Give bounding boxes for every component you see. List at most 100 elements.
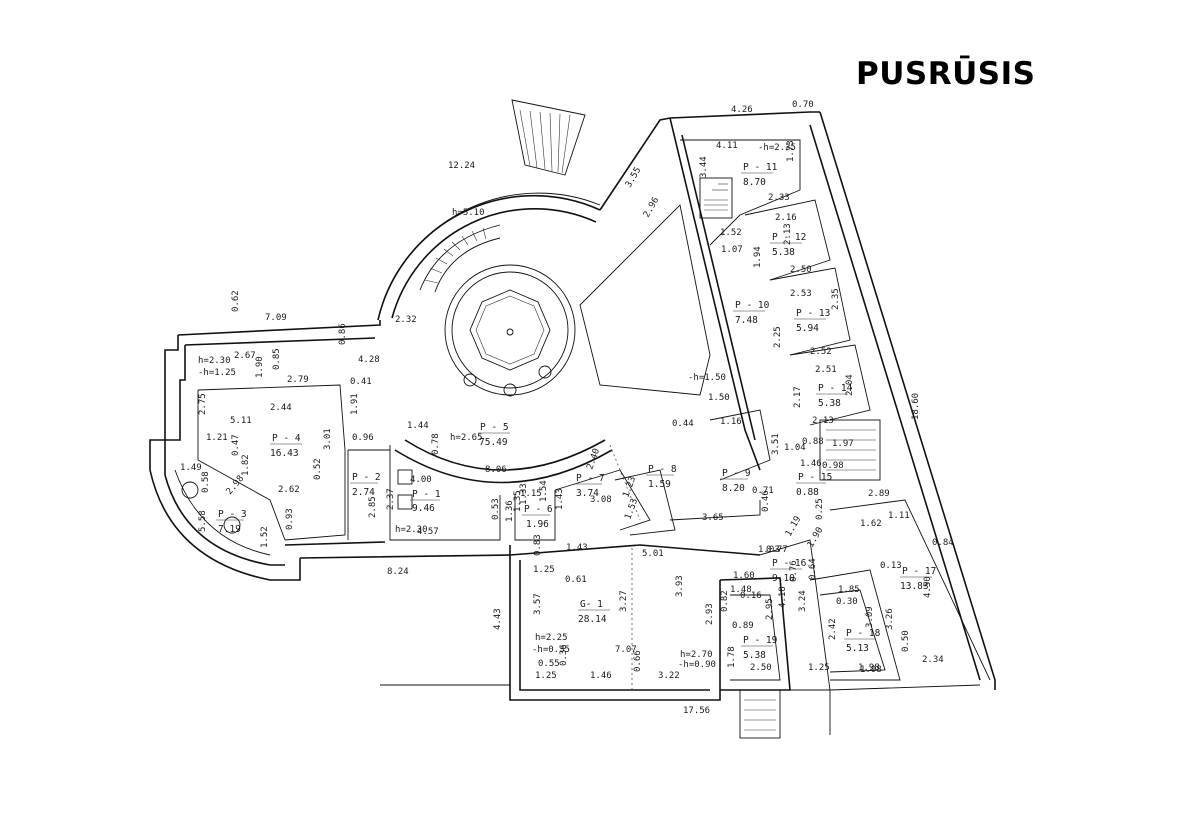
dimension-label: 0.58 (201, 471, 211, 493)
room-area: 1.59 (648, 479, 671, 490)
room-area: 28.14 (578, 614, 607, 625)
height-label: -h=0.35 (532, 645, 570, 655)
room-area: 5.38 (818, 398, 841, 409)
room-id: P - 4 (272, 433, 301, 444)
dimension-label: 1.91 (350, 393, 360, 415)
dimension-label: 1.33 (519, 483, 529, 505)
dimension-label: 0.64 (808, 558, 818, 580)
dimension-label: 8.06 (485, 465, 507, 475)
dimension-label: 0.88 (802, 437, 824, 447)
dimension-label: 2.93 (705, 603, 715, 625)
room-area: 8.70 (743, 177, 766, 188)
height-label: h=5.10 (452, 208, 485, 218)
dimension-label: 5.11 (230, 416, 252, 426)
dimension-label: 1.46 (800, 459, 822, 469)
dimension-label: 0.44 (672, 419, 694, 429)
room-id: P - 18 (846, 628, 881, 639)
dimension-label: 2.96 (642, 196, 662, 220)
dimension-label: 0.85 (272, 348, 282, 370)
dimension-label: 2.25 (773, 326, 783, 348)
dimension-label: 1.36 (505, 500, 515, 522)
room-area: 7.19 (218, 524, 241, 535)
dimension-label: 0.25 (815, 498, 825, 520)
dimension-label: 0.66 (633, 650, 643, 672)
dimension-label: 2.32 (395, 315, 417, 325)
height-label: h=2.30 (395, 525, 428, 535)
dimension-label: 1.90 (255, 356, 265, 378)
room-area: 8.20 (722, 483, 745, 494)
dimension-label: 3.09 (865, 606, 875, 628)
dimension-label: 1.73 (786, 140, 796, 162)
dimension-label: 1.19 (784, 515, 804, 539)
dimension-label: 0.62 (231, 290, 241, 312)
dimension-label: 1.54 (539, 480, 549, 502)
dimension-label: 0.98 (822, 461, 844, 471)
dimension-label: 1.49 (180, 463, 202, 473)
room-id: P - 6 (524, 504, 553, 515)
room-id: P - 8 (648, 464, 677, 475)
dimension-label: 17.56 (683, 706, 710, 716)
dimension-label: 1.85 (838, 585, 860, 595)
dimension-label: 0.78 (431, 433, 441, 455)
dimension-label: 2.95 (765, 598, 775, 620)
room-label: P - 73.74 (574, 473, 605, 499)
room-label: P - 19.46 (410, 489, 441, 514)
dimension-label: 3.27 (619, 590, 629, 612)
page-title: PUSRŪSIS (856, 56, 1036, 92)
dimension-label: 1.90 (806, 526, 826, 550)
dimension-label: 2.17 (793, 386, 803, 408)
height-label: -h=1.50 (688, 373, 726, 383)
room-label: P - 18 5.13 (844, 628, 881, 654)
dimension-label: 1.97 (832, 439, 854, 449)
room-id: P - 5 (480, 422, 509, 433)
dimension-label: 4.18 (778, 586, 788, 608)
dimension-label: 2.52 (810, 347, 832, 357)
dimension-label: 1.52 (260, 526, 270, 548)
dimension-label: 1.03 (758, 545, 780, 555)
room-area: 16.43 (270, 448, 299, 459)
dimension-label: 0.96 (352, 433, 374, 443)
dimension-label: 0.55 (538, 659, 560, 669)
room-labels: P - 19.46 P - 22.74 P - 37.19 P - 416.43… (216, 162, 936, 661)
dimension-label: 0.53 (491, 498, 501, 520)
room-id: P - 12 (772, 232, 806, 243)
dimension-label: 2.44 (270, 403, 292, 413)
dimension-label: 2.13 (812, 416, 834, 426)
dimension-label: 2.16 (775, 213, 797, 223)
dimension-label: 1.48 (730, 585, 752, 595)
room-area: 5.13 (846, 643, 869, 654)
height-labels: h=5.10 h=2.65 h=2.30 -h=1.50 h=2.30 -h=1… (198, 143, 796, 670)
dimension-label: 4.57 (417, 527, 439, 537)
dimension-label: 3.26 (885, 608, 895, 630)
dimension-label: 3.08 (590, 495, 612, 505)
room-id: P - 14 (818, 383, 853, 394)
dimension-label: 2.67 (234, 351, 256, 361)
room-label: P - 150.88 (796, 472, 832, 498)
dimension-label: 2.89 (868, 489, 890, 499)
dimension-label: 2.85 (368, 496, 378, 518)
dimension-label: 0.30 (836, 597, 858, 607)
room-label: P - 135.94 (794, 308, 830, 334)
room-area: 5.38 (743, 650, 766, 661)
dimension-label: 3.51 (771, 433, 781, 455)
dimension-label: 3.57 (533, 593, 543, 615)
dimension-label: 0.16 (740, 591, 762, 601)
dimension-label: 4.11 (716, 141, 738, 151)
dimension-label: 2.35 (831, 288, 841, 310)
dimension-label: 5.01 (642, 549, 664, 559)
height-label: h=2.70 (680, 650, 713, 660)
dimension-label: 0.89 (732, 621, 754, 631)
dimension-label: 2.51 (815, 365, 837, 375)
dimension-label: 1.44 (407, 421, 429, 431)
dimension-label: 3.44 (699, 156, 709, 178)
dimension-label: 0.76 (789, 560, 799, 582)
dimension-label: 3.24 (798, 590, 808, 612)
dimension-label: 3.22 (658, 671, 680, 681)
dimension-label: 1.82 (241, 454, 251, 476)
dimension-label: 3.93 (675, 575, 685, 597)
dimension-label: 0.47 (231, 434, 241, 456)
dimension-label: 7.07 (615, 645, 637, 655)
room-label: P - 98.20 (720, 468, 751, 494)
dimension-label: 1.04 (784, 443, 806, 453)
